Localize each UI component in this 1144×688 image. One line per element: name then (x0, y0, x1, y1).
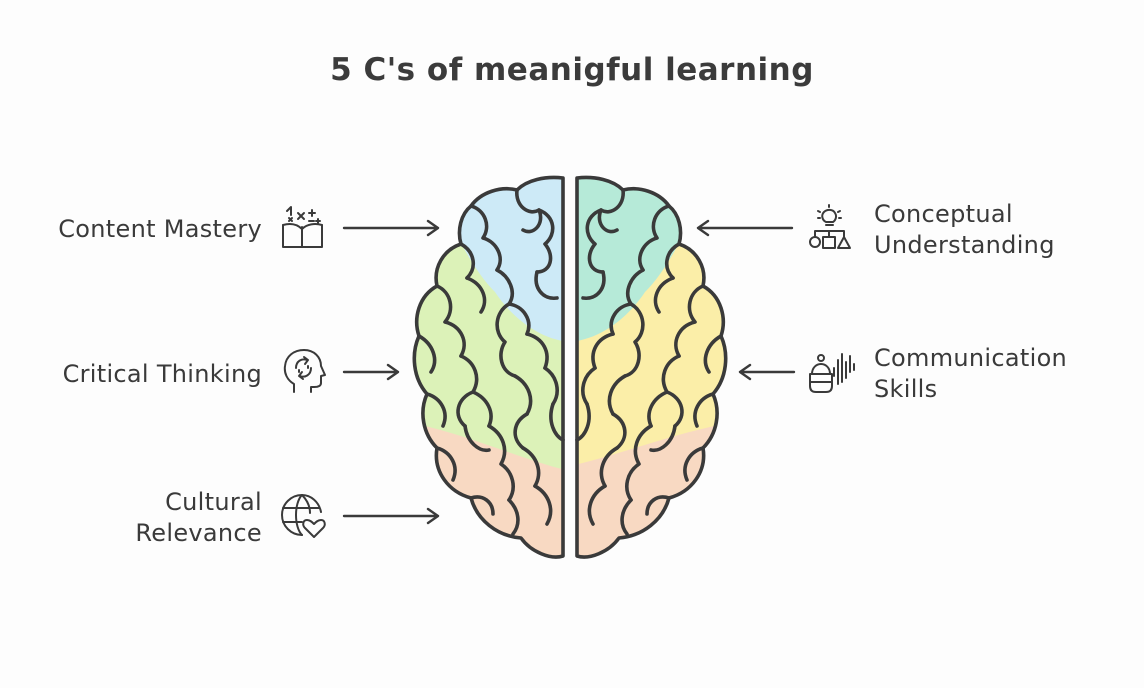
label-communication-skills: Communication Skills (874, 343, 1134, 405)
label-line-2: Relevance (135, 519, 262, 547)
label-line-1: Conceptual (874, 200, 1013, 228)
book-icon (278, 203, 328, 253)
label-line-2: Skills (874, 375, 938, 403)
head-thinking-icon (278, 346, 328, 396)
label-critical-thinking: Critical Thinking (30, 359, 262, 390)
label-line-1: Communication (874, 344, 1068, 372)
lobe-left-frontal (445, 177, 564, 342)
globe-heart-icon (278, 491, 328, 541)
arrow-critical-thinking (342, 362, 442, 382)
label-line-1: Cultural (165, 488, 262, 516)
speaker-icon (806, 346, 856, 396)
brain-illustration (405, 172, 735, 564)
label-line-2: Understanding (874, 231, 1055, 259)
arrow-conceptual-understanding (694, 218, 794, 238)
label-conceptual-understanding: Conceptual Understanding (874, 199, 1134, 261)
arrow-cultural-relevance (342, 506, 442, 526)
label-content-mastery: Content Mastery (30, 214, 262, 245)
diagram-title: 5 C's of meanigful learning (330, 52, 814, 88)
label-text: Critical Thinking (62, 360, 262, 388)
arrow-content-mastery (342, 218, 442, 238)
lightbulb-shapes-icon (806, 203, 856, 253)
arrow-communication-skills (736, 362, 836, 382)
label-text: Content Mastery (58, 215, 262, 243)
lobe-right-frontal (577, 177, 695, 342)
label-cultural-relevance: Cultural Relevance (30, 487, 262, 549)
